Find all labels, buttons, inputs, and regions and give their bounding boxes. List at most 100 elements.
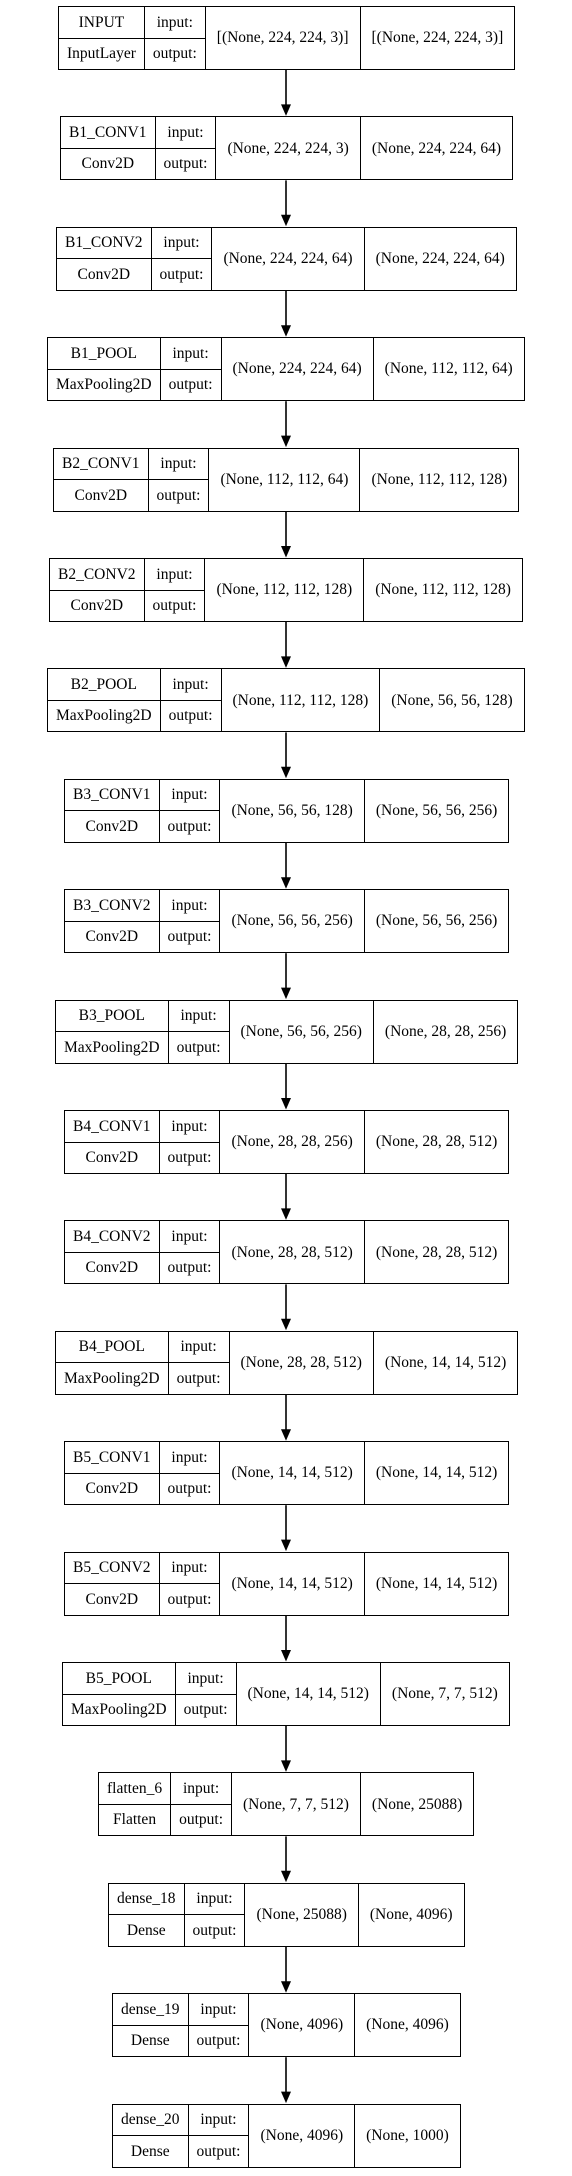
- output-shape: (None, 14, 14, 512): [375, 1464, 498, 1482]
- layer-node-flatten_6: flatten_6 Flatten input: output: (None, …: [98, 1772, 475, 1837]
- output-label: output:: [168, 707, 213, 725]
- output-shape: (None, 56, 56, 256): [375, 802, 498, 820]
- input-shape: (None, 56, 56, 256): [230, 1000, 374, 1063]
- layer-node-b4_conv2: B4_CONV2 Conv2D input: output: (None, 28…: [64, 1220, 510, 1285]
- input-label: input:: [168, 1001, 229, 1033]
- layer-name-cell: B1_CONV1 Conv2D: [61, 117, 156, 180]
- input-label: input:: [159, 1553, 220, 1585]
- layer-node-b3_pool: B3_POOL MaxPooling2D input: output: (Non…: [55, 999, 519, 1064]
- input-shape: (None, 14, 14, 512): [237, 1663, 381, 1725]
- input-label: input:: [159, 890, 220, 922]
- layer-name-cell: B2_CONV1 Conv2D: [54, 448, 149, 511]
- input-shape: (None, 224, 224, 64): [222, 338, 374, 401]
- arrow-head-15: [281, 1760, 291, 1772]
- layer-name-cell: dense_18 Dense: [109, 1883, 185, 1946]
- input-shape: (None, 4096): [249, 1994, 356, 2057]
- input-label: input:: [159, 1111, 220, 1143]
- output-shape: (None, 28, 28, 256): [384, 1022, 507, 1040]
- layer-name-cell: dense_20 Dense: [113, 2104, 189, 2167]
- layer-type: Conv2D: [77, 265, 131, 283]
- layer-node-dense_18: dense_18 Dense input: output: (None, 250…: [108, 1882, 465, 1947]
- input-label: input:: [159, 780, 220, 812]
- io-label-cell: input: output:: [148, 448, 210, 511]
- input-shape: (None, 112, 112, 128): [205, 559, 365, 621]
- input-shape: (None, 14, 14, 512): [220, 1442, 365, 1505]
- layer-name: B3_POOL: [56, 1001, 168, 1033]
- layer-name-cell: B5_POOL MaxPooling2D: [63, 1663, 176, 1725]
- layer-type: MaxPooling2D: [64, 1038, 160, 1056]
- output-label: output:: [152, 45, 197, 62]
- layer-name-cell: INPUT InputLayer: [59, 7, 145, 69]
- output-label: output:: [159, 265, 204, 283]
- layer-name-cell: B4_POOL MaxPooling2D: [56, 1331, 169, 1394]
- layer-node-b1_pool: B1_POOL MaxPooling2D input: output: (Non…: [47, 337, 525, 402]
- arrow-head-4: [281, 546, 291, 558]
- arrow-head-8: [281, 987, 291, 1000]
- layer-type: Dense: [126, 1921, 166, 1939]
- layer-type: Dense: [130, 2142, 170, 2160]
- input-label: input:: [159, 1442, 220, 1474]
- input-label: input:: [155, 117, 216, 149]
- layer-node-b2_conv2: B2_CONV2 Conv2D input: output: (None, 11…: [49, 558, 523, 622]
- layer-name: flatten_6: [99, 1773, 171, 1805]
- arrow-head-12: [281, 1429, 291, 1441]
- layer-name: B1_POOL: [48, 338, 160, 370]
- layer-node-b1_conv2: B1_CONV2 Conv2D input: output: (None, 22…: [56, 226, 517, 291]
- output-shape: (None, 224, 224, 64): [375, 250, 505, 268]
- input-label: input:: [148, 449, 209, 481]
- output-shape: (None, 14, 14, 512): [375, 1574, 498, 1592]
- layer-name-cell: B2_POOL MaxPooling2D: [48, 669, 161, 732]
- io-label-cell: input: output:: [144, 7, 206, 69]
- layer-name-cell: B5_CONV1 Conv2D: [65, 1442, 160, 1505]
- output-shape: (None, 25088): [371, 1795, 463, 1813]
- layer-name-cell: B4_CONV2 Conv2D: [65, 1221, 160, 1284]
- arrow-head-18: [281, 2091, 291, 2104]
- layer-type: Conv2D: [81, 155, 135, 173]
- arrow-head-14: [281, 1650, 291, 1662]
- output-shape: (None, 1000): [366, 2126, 449, 2144]
- io-label-cell: input: output:: [159, 779, 221, 842]
- output-label: output:: [167, 1259, 212, 1277]
- layer-type: InputLayer: [67, 45, 136, 62]
- layer-name: B4_CONV1: [65, 1111, 159, 1143]
- input-shape: (None, 112, 112, 128): [222, 669, 381, 732]
- layer-type: Conv2D: [85, 928, 139, 946]
- output-shape: (None, 4096): [366, 2016, 449, 2034]
- input-shape: (None, 25088): [245, 1883, 359, 1946]
- layer-name: B4_POOL: [56, 1332, 168, 1364]
- layer-node-b3_conv2: B3_CONV2 Conv2D input: output: (None, 56…: [64, 889, 510, 954]
- output-label: output:: [168, 376, 213, 394]
- input-label: input:: [160, 669, 221, 701]
- output-label: output:: [167, 817, 212, 835]
- layer-node-dense_19: dense_19 Dense input: output: (None, 409…: [112, 1993, 461, 2058]
- input-shape: (None, 28, 28, 512): [230, 1331, 374, 1394]
- layer-type: Conv2D: [85, 1149, 139, 1166]
- io-label-cell: input: output:: [160, 669, 222, 732]
- io-label-cell: input: output:: [160, 338, 222, 401]
- arrow-head-3: [281, 435, 291, 448]
- layer-node-b4_conv1: B4_CONV1 Conv2D input: output: (None, 28…: [64, 1110, 510, 1174]
- io-label-cell: input: output:: [175, 1663, 237, 1725]
- layer-name-cell: B4_CONV1 Conv2D: [65, 1111, 160, 1173]
- layer-name: B1_CONV1: [61, 117, 155, 149]
- layer-name: dense_18: [109, 1884, 184, 1916]
- input-shape: (None, 14, 14, 512): [220, 1552, 365, 1615]
- layer-name: dense_20: [113, 2105, 188, 2137]
- io-label-cell: input: output:: [159, 890, 221, 953]
- arrow-head-10: [281, 1208, 291, 1220]
- layer-type: Conv2D: [70, 597, 124, 614]
- layer-node-b5_conv1: B5_CONV1 Conv2D input: output: (None, 14…: [64, 1441, 510, 1506]
- output-label: output:: [179, 1811, 224, 1829]
- io-label-cell: input: output:: [168, 1331, 230, 1394]
- arrow-head-13: [281, 1539, 291, 1552]
- output-shape: (None, 4096): [369, 1906, 453, 1924]
- layer-type: Dense: [130, 2032, 170, 2050]
- input-shape: (None, 28, 28, 512): [220, 1221, 365, 1284]
- output-label: output:: [196, 2142, 241, 2160]
- input-shape: (None, 7, 7, 512): [232, 1773, 361, 1836]
- output-label: output:: [167, 928, 212, 946]
- io-label-cell: input: output:: [155, 117, 217, 180]
- io-label-cell: input: output:: [159, 1442, 221, 1505]
- io-label-cell: input: output:: [159, 1221, 221, 1284]
- io-label-cell: input: output:: [184, 1883, 246, 1946]
